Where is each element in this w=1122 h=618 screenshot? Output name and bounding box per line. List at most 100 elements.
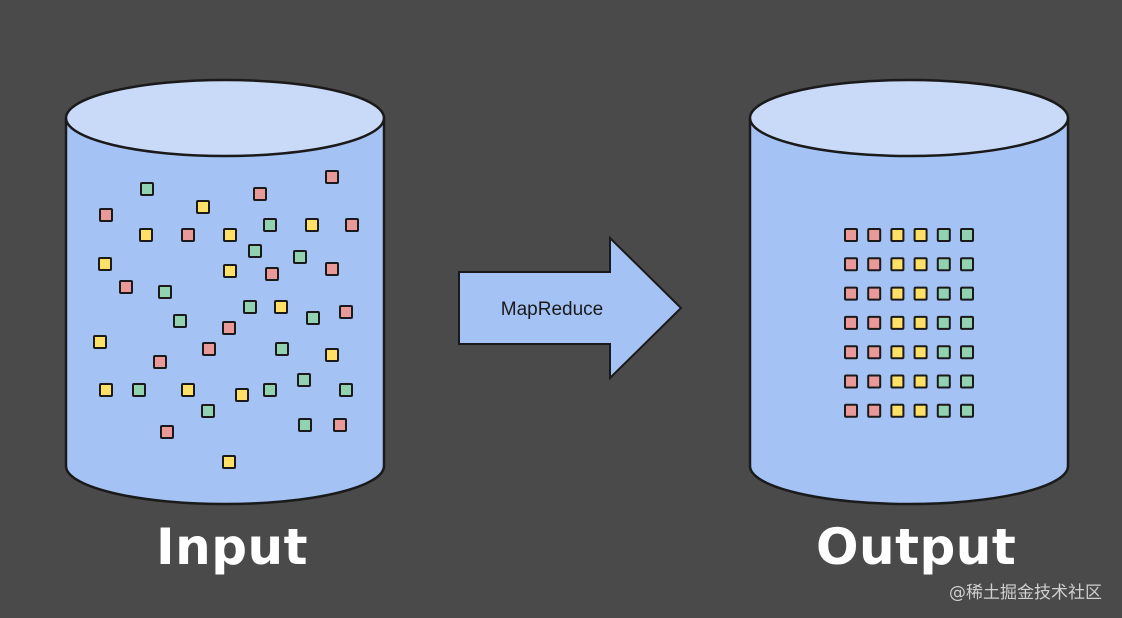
- input-item-yellow: [196, 200, 210, 214]
- input-item-red: [99, 208, 113, 222]
- input-item-green: [339, 383, 353, 397]
- input-item-green: [306, 311, 320, 325]
- input-item-red: [181, 228, 195, 242]
- input-item-red: [345, 218, 359, 232]
- input-item-yellow: [99, 383, 113, 397]
- input-items: [93, 170, 359, 469]
- output-item-yellow: [913, 228, 928, 242]
- output-item-green: [936, 286, 951, 301]
- input-item-green: [140, 182, 154, 196]
- output-cylinder-body: [748, 118, 1070, 506]
- output-item-green: [960, 315, 974, 330]
- input-item-red: [153, 355, 167, 369]
- input-item-yellow: [325, 348, 339, 362]
- output-item-green: [936, 257, 951, 272]
- input-item-green: [248, 244, 262, 258]
- input-item-red: [325, 262, 339, 276]
- output-item-red: [844, 228, 858, 242]
- output-items: [844, 228, 974, 418]
- output-item-yellow: [890, 286, 905, 301]
- input-item-red: [202, 342, 216, 356]
- input-item-green: [275, 342, 289, 356]
- output-item-green: [936, 228, 951, 242]
- input-item-yellow: [139, 228, 153, 242]
- input-cylinder-top: [64, 78, 386, 158]
- input-item-red: [333, 418, 347, 432]
- output-item-yellow: [913, 403, 928, 418]
- input-item-yellow: [93, 335, 107, 349]
- output-item-yellow: [890, 403, 905, 418]
- output-item-yellow: [890, 257, 905, 272]
- input-item-green: [297, 373, 311, 387]
- input-item-green: [263, 383, 277, 397]
- input-item-green: [243, 300, 257, 314]
- input-item-yellow: [223, 228, 237, 242]
- output-item-green: [960, 345, 974, 360]
- input-item-red: [119, 280, 133, 294]
- input-label: Input: [156, 518, 308, 576]
- output-item-yellow: [913, 315, 928, 330]
- output-item-green: [960, 286, 974, 301]
- output-item-yellow: [913, 374, 928, 389]
- output-cylinder-top: [748, 78, 1070, 158]
- input-item-yellow: [98, 257, 112, 271]
- mapreduce-arrow: MapReduce: [458, 235, 683, 381]
- output-item-red: [867, 257, 882, 272]
- input-item-red: [265, 267, 279, 281]
- output-item-red: [867, 374, 882, 389]
- output-item-red: [844, 403, 858, 418]
- output-item-yellow: [890, 374, 905, 389]
- output-item-yellow: [913, 257, 928, 272]
- output-item-red: [844, 286, 858, 301]
- input-item-red: [253, 187, 267, 201]
- output-item-green: [960, 403, 974, 418]
- output-item-red: [867, 345, 882, 360]
- output-item-yellow: [890, 315, 905, 330]
- input-item-red: [339, 305, 353, 319]
- input-item-red: [325, 170, 339, 184]
- input-item-green: [132, 383, 146, 397]
- input-item-yellow: [305, 218, 319, 232]
- output-item-red: [844, 315, 858, 330]
- output-item-green: [960, 257, 974, 272]
- output-item-yellow: [890, 345, 905, 360]
- input-item-yellow: [222, 455, 236, 469]
- output-item-red: [867, 403, 882, 418]
- output-item-red: [844, 374, 858, 389]
- arrow-label: MapReduce: [501, 299, 603, 320]
- output-item-green: [936, 374, 951, 389]
- output-item-green: [936, 315, 951, 330]
- input-item-green: [293, 250, 307, 264]
- input-item-green: [173, 314, 187, 328]
- input-cylinder-body: [64, 118, 386, 506]
- output-item-green: [936, 403, 951, 418]
- input-item-green: [201, 404, 215, 418]
- output-item-red: [867, 228, 882, 242]
- output-label: Output: [816, 518, 1017, 576]
- input-cylinder: [64, 78, 386, 506]
- output-item-red: [867, 315, 882, 330]
- output-item-green: [960, 228, 974, 242]
- arrow-shape: [458, 235, 683, 381]
- input-item-yellow: [274, 300, 288, 314]
- output-item-red: [844, 345, 858, 360]
- input-item-green: [298, 418, 312, 432]
- input-item-green: [158, 285, 172, 299]
- input-item-red: [222, 321, 236, 335]
- output-item-red: [867, 286, 882, 301]
- input-item-green: [263, 218, 277, 232]
- watermark: @稀土掘金技术社区: [949, 583, 1102, 603]
- output-cylinder: [748, 78, 1070, 506]
- input-item-yellow: [181, 383, 195, 397]
- input-item-yellow: [223, 264, 237, 278]
- output-item-yellow: [913, 286, 928, 301]
- output-item-yellow: [890, 228, 905, 242]
- output-item-red: [844, 257, 858, 272]
- input-item-yellow: [235, 388, 249, 402]
- output-item-green: [960, 374, 974, 389]
- output-item-green: [936, 345, 951, 360]
- input-item-red: [160, 425, 174, 439]
- output-item-yellow: [913, 345, 928, 360]
